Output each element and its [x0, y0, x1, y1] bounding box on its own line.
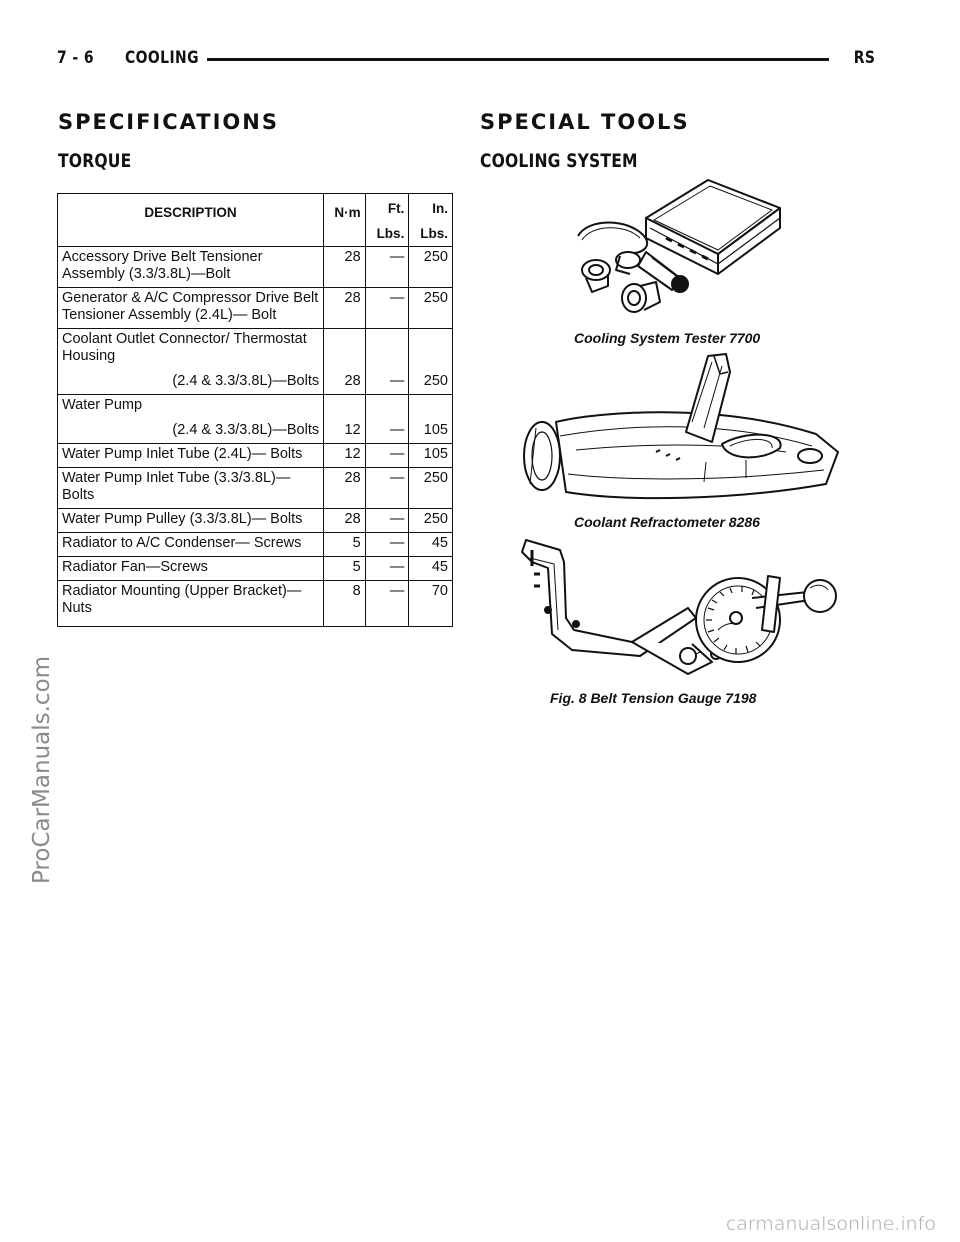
section-title: COOLING: [125, 48, 199, 68]
row-ft-lbs: —: [364, 246, 410, 288]
table-row: Accessory Drive Belt Tensioner Assembly …: [56, 246, 453, 288]
row-in-lbs: 105: [408, 443, 453, 468]
table-row: Radiator Fan—Screws 5 — 45: [56, 556, 453, 581]
row-description: Radiator Mounting (Upper Bracket)—Nuts: [56, 580, 325, 627]
table-row: Water Pump Inlet Tube (3.3/3.8L)— Bolts …: [56, 467, 453, 509]
row-description: Radiator Fan—Screws: [56, 556, 325, 581]
row-description: Accessory Drive Belt Tensioner Assembly …: [56, 246, 325, 288]
row-description: Water Pump Pulley (3.3/3.8L)— Bolts: [56, 508, 325, 533]
page-number: 7 - 6: [57, 48, 94, 68]
row-in-lbs: 250: [408, 508, 453, 533]
page-header: 7 - 6 COOLING RS: [57, 46, 875, 72]
table-row: Radiator Mounting (Upper Bracket)—Nuts 8…: [56, 580, 453, 627]
row-in-lbs: 105: [408, 394, 453, 444]
col-header-ft-lbs: Ft. Lbs.: [364, 193, 410, 247]
row-ft-lbs: —: [364, 287, 410, 329]
row-description-main: Water Pump: [62, 397, 143, 413]
row-nm: 28: [323, 328, 366, 395]
table-row: Water Pump Inlet Tube (2.4L)— Bolts 12 —…: [56, 443, 453, 468]
row-ft-lbs: —: [364, 508, 410, 533]
row-description: Water Pump (2.4 & 3.3/3.8L)—Bolts: [56, 394, 325, 444]
row-description-sub: (2.4 & 3.3/3.8L)—Bolts: [172, 373, 320, 389]
row-ft-lbs: —: [364, 394, 410, 444]
table-header-row: DESCRIPTION N·m Ft. Lbs. In. Lbs.: [56, 193, 453, 247]
side-watermark-text: ProCarManuals.com: [29, 655, 55, 885]
row-nm: 8: [323, 580, 366, 627]
cooling-system-tester-illustration: [577, 179, 781, 313]
belt-tension-gauge-illustration: [521, 539, 837, 675]
caption-coolant-refractometer: Coolant Refractometer 8286: [574, 514, 760, 530]
row-ft-lbs: —: [364, 328, 410, 395]
ft-label: Ft.: [387, 201, 405, 216]
torque-subheading: TORQUE: [58, 150, 132, 172]
row-ft-lbs: —: [364, 467, 410, 509]
caption-belt-tension-gauge: Fig. 8 Belt Tension Gauge 7198: [550, 690, 757, 706]
col-header-description: DESCRIPTION: [56, 193, 325, 247]
caption-cooling-system-tester: Cooling System Tester 7700: [574, 330, 761, 346]
row-nm: 28: [323, 287, 366, 329]
table-row: Coolant Outlet Connector/ Thermostat Hou…: [56, 328, 453, 395]
row-in-lbs: 250: [408, 328, 453, 395]
table-row: Generator & A/C Compressor Drive Belt Te…: [56, 287, 453, 329]
in-lbs-label: Lbs.: [420, 226, 448, 241]
row-nm: 28: [323, 467, 366, 509]
table-row: Water Pump Pulley (3.3/3.8L)— Bolts 28 —…: [56, 508, 453, 533]
col-header-in-lbs: In. Lbs.: [408, 193, 453, 247]
row-description: Generator & A/C Compressor Drive Belt Te…: [56, 287, 325, 329]
cooling-system-subheading: COOLING SYSTEM: [480, 150, 638, 172]
row-nm: 5: [323, 532, 366, 557]
row-ft-lbs: —: [364, 532, 410, 557]
row-description: Water Pump Inlet Tube (3.3/3.8L)— Bolts: [56, 467, 325, 509]
specifications-heading: SPECIFICATIONS: [58, 110, 279, 134]
in-label: In.: [432, 201, 448, 216]
row-description-sub: (2.4 & 3.3/3.8L)—Bolts: [172, 422, 320, 438]
row-nm: 12: [323, 394, 366, 444]
row-nm: 12: [323, 443, 366, 468]
coolant-refractometer-illustration: [523, 353, 839, 500]
row-description: Water Pump Inlet Tube (2.4L)— Bolts: [56, 443, 325, 468]
row-nm: 5: [323, 556, 366, 581]
ft-lbs-label: Lbs.: [376, 226, 405, 241]
special-tools-heading: SPECIAL TOOLS: [480, 110, 690, 134]
row-ft-lbs: —: [364, 556, 410, 581]
row-description: Radiator to A/C Condenser— Screws: [56, 532, 325, 557]
row-in-lbs: 250: [408, 287, 453, 329]
row-in-lbs: 45: [408, 556, 453, 581]
row-description: Coolant Outlet Connector/ Thermostat Hou…: [56, 328, 325, 395]
torque-spec-table: DESCRIPTION N·m Ft. Lbs. In. Lbs. Access…: [56, 193, 453, 627]
table-row: Radiator to A/C Condenser— Screws 5 — 45: [56, 532, 453, 557]
bottom-watermark-text: carmanualsonline.info: [726, 1213, 936, 1235]
row-in-lbs: 70: [408, 580, 453, 627]
side-watermark: ProCarManuals.com: [22, 656, 62, 884]
table-row: Water Pump (2.4 & 3.3/3.8L)—Bolts 12 — 1…: [56, 394, 453, 444]
row-nm: 28: [323, 508, 366, 533]
col-header-nm: N·m: [323, 193, 366, 247]
row-ft-lbs: —: [364, 580, 410, 627]
row-ft-lbs: —: [364, 443, 410, 468]
bottom-watermark-logo: carmanualsonline.info: [725, 1213, 936, 1236]
row-description-main: Coolant Outlet Connector/ Thermostat Hou…: [62, 331, 307, 364]
header-rule: [207, 58, 829, 61]
row-in-lbs: 45: [408, 532, 453, 557]
section-code: RS: [853, 48, 875, 68]
row-in-lbs: 250: [408, 467, 453, 509]
row-in-lbs: 250: [408, 246, 453, 288]
row-nm: 28: [323, 246, 366, 288]
